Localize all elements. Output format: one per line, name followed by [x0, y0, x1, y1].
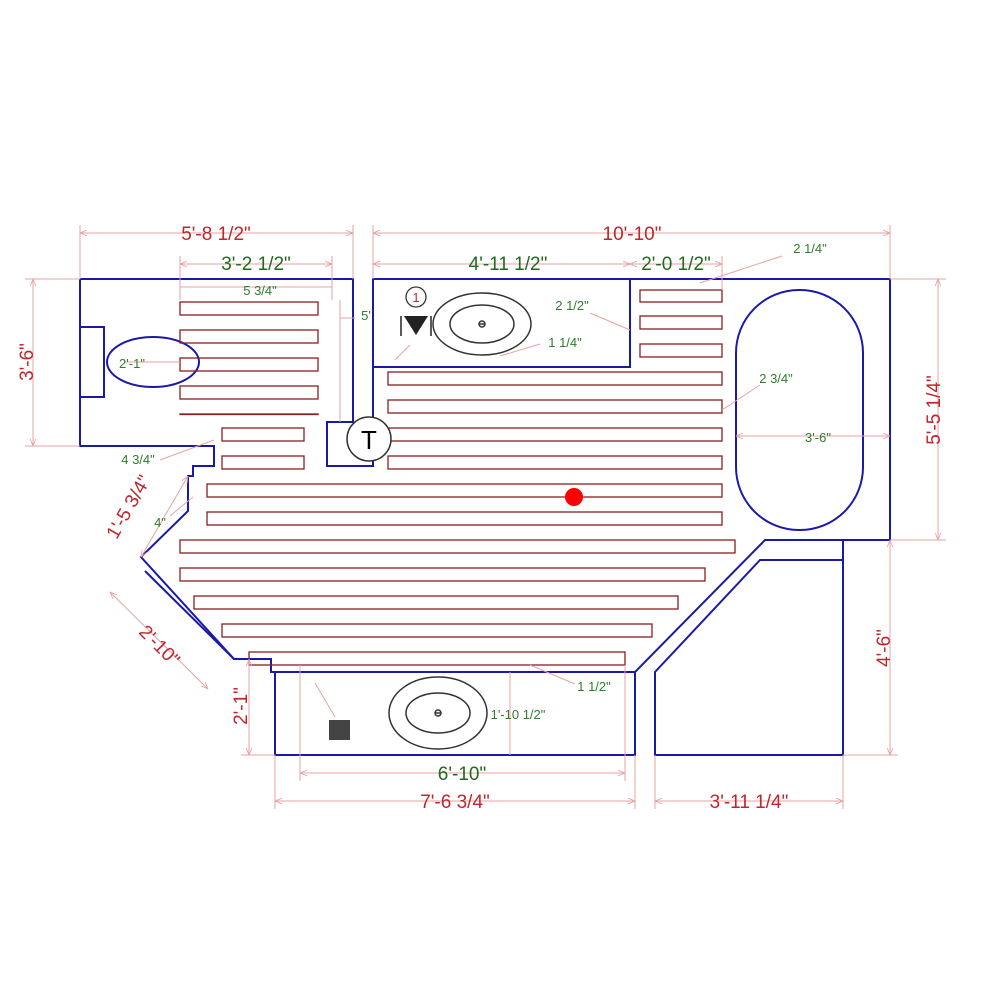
dimension-lines: [25, 225, 946, 809]
leader-lines: [124, 255, 783, 718]
dim-overall-right-width: 10'-10": [603, 224, 662, 245]
spacing-tub-depth: 3'-6": [805, 430, 831, 445]
thermostat-icon: T: [346, 416, 392, 462]
dim-lower-right-height: 4'-6": [874, 629, 895, 667]
floor-sensor-dot: [565, 488, 583, 506]
dim-lower-overall-width: 7'-6 3/4": [420, 792, 490, 813]
toilet: [79, 326, 200, 398]
dim-angled-wall-b: 2'-10": [134, 622, 183, 671]
thermostat-label: T: [361, 425, 377, 455]
spacing-top-left: 5 3/4": [243, 283, 277, 298]
heating-cable-layout: [179, 289, 736, 666]
spacing-angled-gap: 4": [154, 515, 166, 530]
floor-drain-icon: [329, 720, 350, 740]
dim-lower-left-height: 2'-1": [231, 687, 252, 725]
spacing-labels: 5 3/4" 5' 2'-1" 4 3/4" 4" 2 1/2" 1 1/4" …: [119, 241, 831, 722]
marker-symbol: 1: [400, 286, 432, 336]
spacing-five: 5': [361, 308, 371, 323]
spacing-tub-gap: 2 3/4": [759, 371, 793, 386]
dim-lower-right-width: 3'-11 1/4": [710, 792, 789, 813]
triangle-icon: [404, 316, 428, 335]
dim-left-inner-width: 3'-2 1/2": [221, 254, 291, 275]
spacing-toilet-depth: 2'-1": [119, 356, 145, 371]
spacing-bottom-gap: 1 1/2": [577, 679, 611, 694]
lower-sink: [388, 676, 488, 750]
spacing-left-gap: 4 3/4": [121, 452, 155, 467]
dim-right-height: 5'-5 1/4": [924, 375, 945, 445]
dim-left-height: 3'-6": [17, 343, 38, 381]
toilet-tank: [79, 326, 105, 398]
spacing-sink-bottom: 1 1/4": [548, 335, 582, 350]
dim-vanity-width: 4'-11 1/2": [469, 254, 548, 275]
toilet-bowl: [106, 336, 200, 388]
spacing-lower-sink: 1'-10 1/2": [491, 707, 546, 722]
dim-angled-wall-a: 1'-5 3/4": [103, 472, 156, 543]
bathtub: [735, 289, 864, 531]
upper-sink: [432, 292, 532, 356]
dim-lower-inner-width: 6'-10": [438, 764, 486, 785]
marker-label: 1: [412, 290, 419, 305]
dim-right-upper-width: 2'-0 1/2": [641, 254, 711, 275]
room-outline: [79, 278, 891, 756]
spacing-top-right: 2 1/4": [793, 241, 827, 256]
spacing-sink-gap: 2 1/2": [555, 298, 589, 313]
dim-overall-left-width: 5'-8 1/2": [181, 224, 251, 245]
